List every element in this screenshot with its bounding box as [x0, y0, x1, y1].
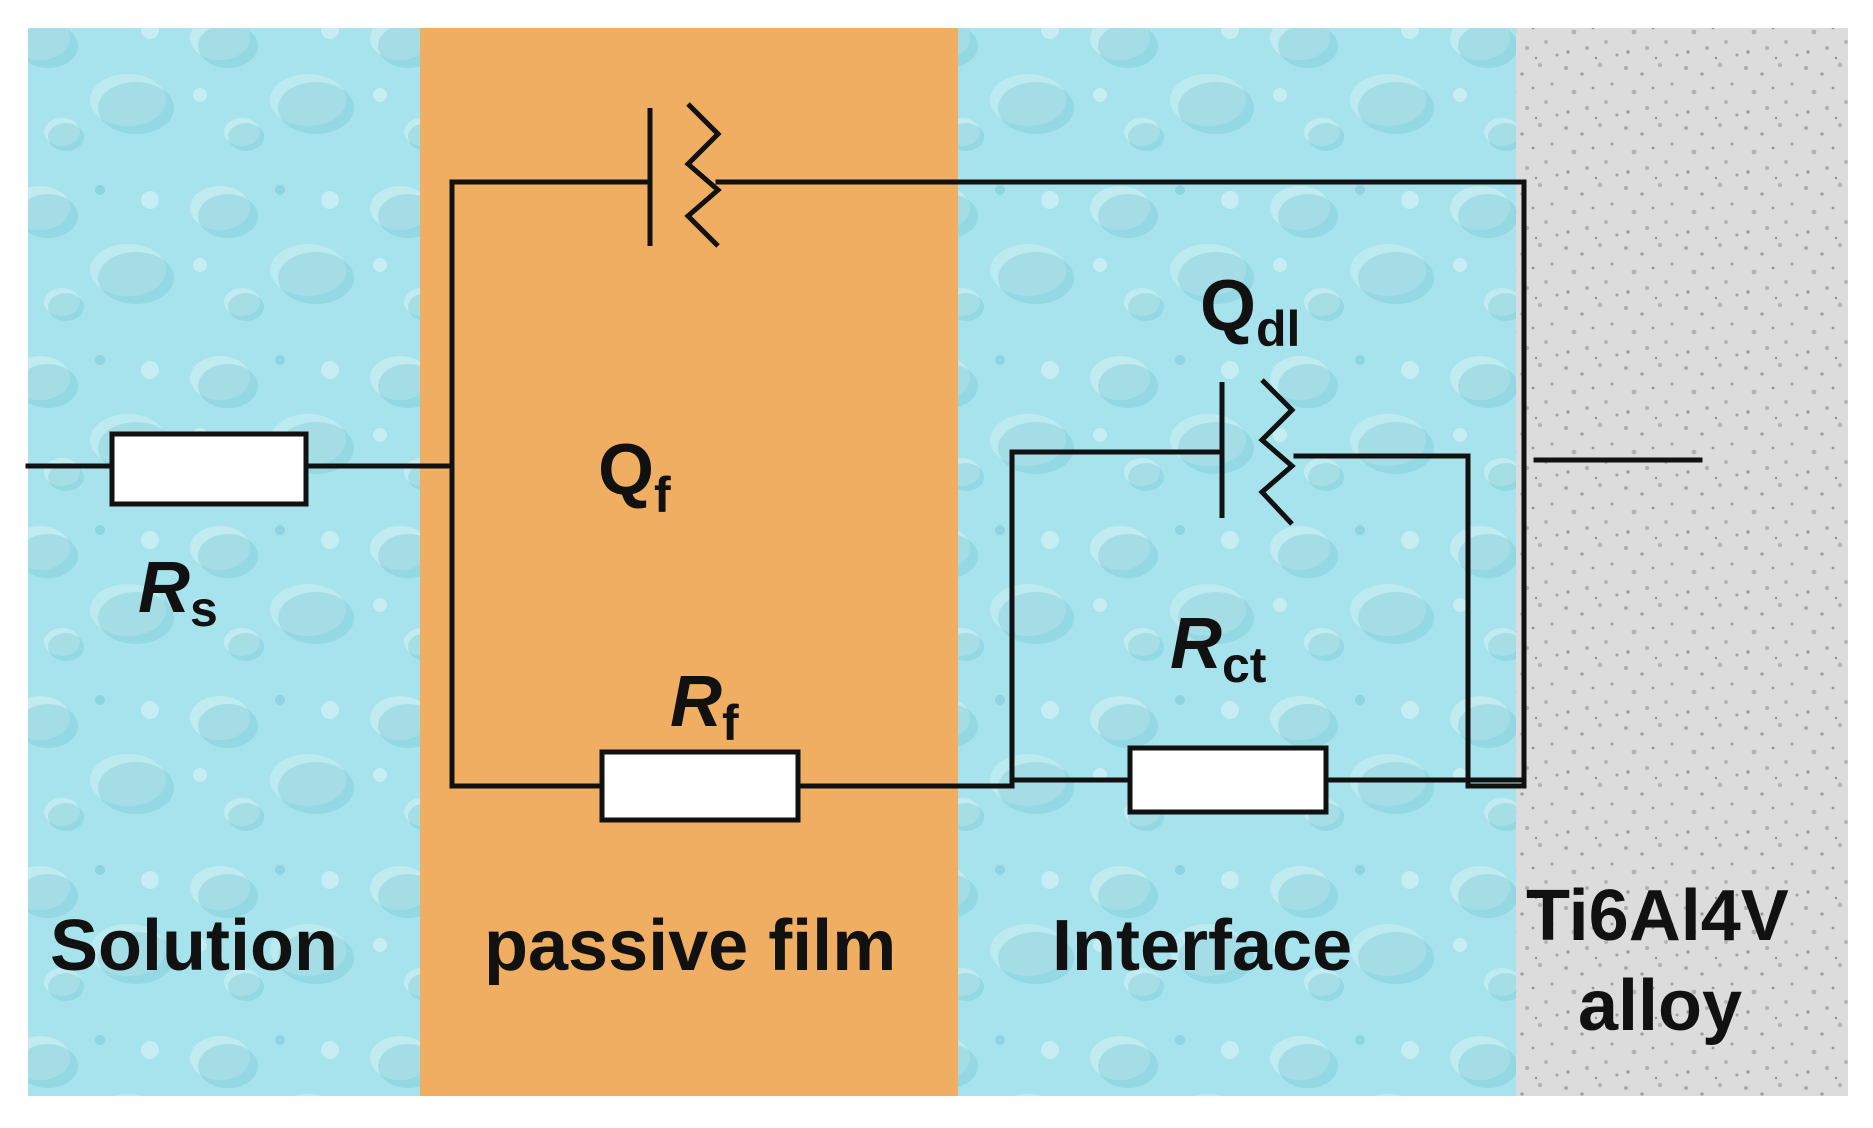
resistor-rs	[109, 431, 309, 507]
rct-label: Rct	[1170, 604, 1267, 693]
passive-film-label: passive film	[484, 906, 896, 986]
qf-label: Qf	[598, 430, 671, 523]
qdl-label: Qdl	[1200, 266, 1300, 357]
resistor-rct	[1127, 745, 1329, 815]
passive-film-background	[420, 28, 958, 1096]
cpe-qdl	[1219, 378, 1296, 526]
interface-region	[958, 28, 1516, 1096]
cpe-qf	[647, 102, 722, 248]
alloy-label-line2: alloy	[1578, 966, 1742, 1046]
alloy-region	[1516, 28, 1848, 1096]
solution-region	[28, 28, 420, 1096]
rs-label: Rs	[138, 548, 218, 637]
alloy-label-line1: Ti6Al4V	[1526, 876, 1789, 956]
rf-label: Rf	[670, 662, 739, 751]
interface-label: Interface	[1052, 906, 1352, 986]
resistor-rf	[599, 749, 801, 823]
passive-film-region	[420, 28, 958, 1096]
circuit-wires	[25, 179, 1703, 789]
solution-label: Solution	[50, 906, 338, 986]
